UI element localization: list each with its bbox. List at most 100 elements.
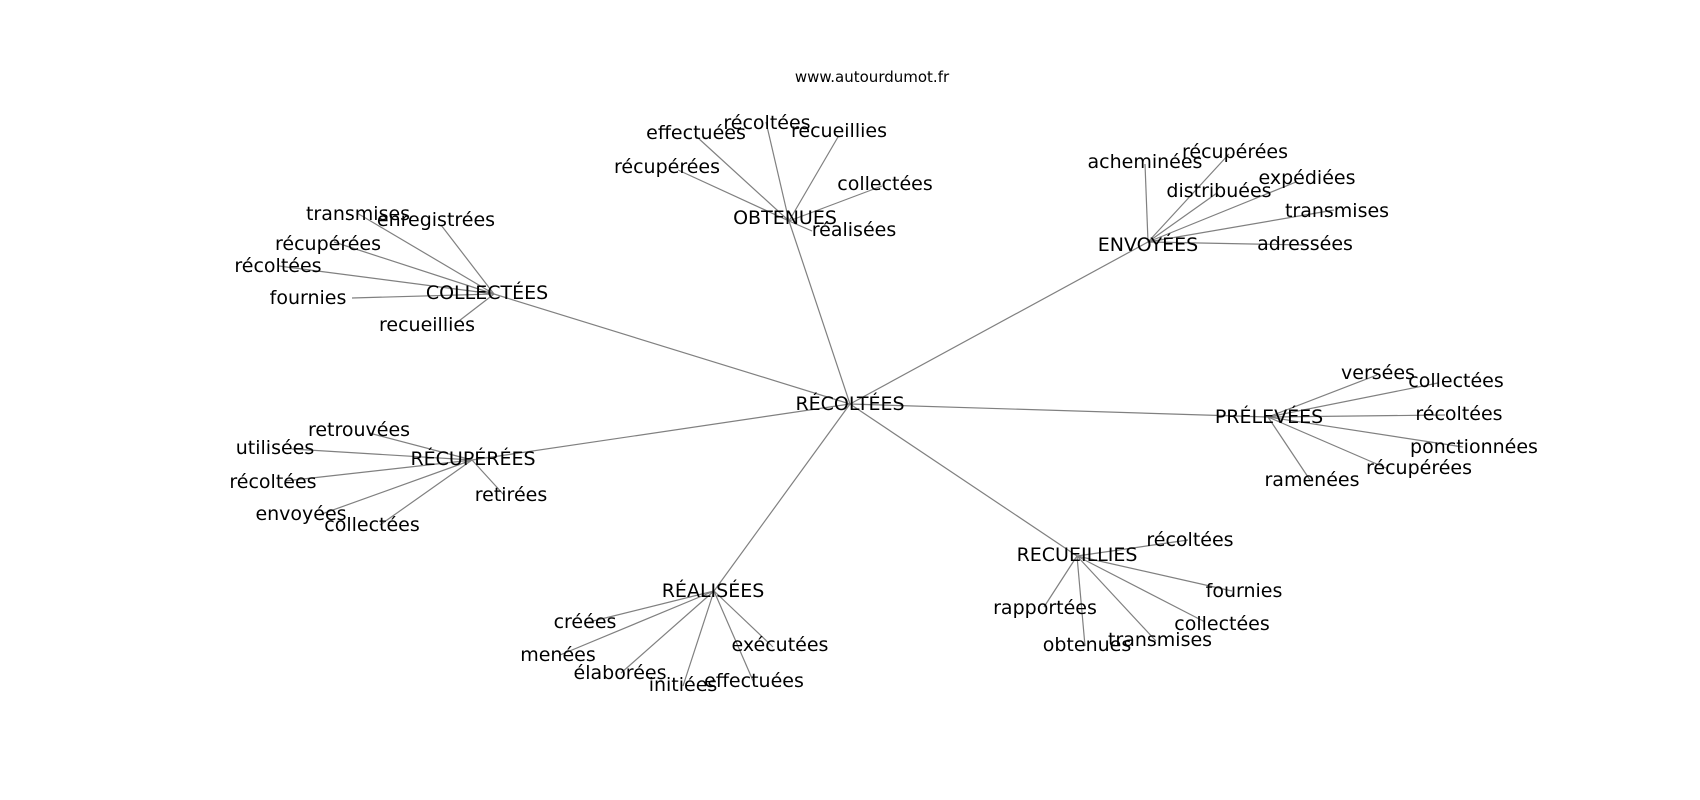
leaf-word-realisees-menees[interactable]: menées <box>520 644 596 666</box>
edge-center-recueillies <box>849 403 1078 557</box>
leaf-word-obtenues-realisees[interactable]: réalisées <box>812 219 896 241</box>
leaf-word-realisees-executees[interactable]: exécutées <box>732 634 829 656</box>
edge-collectees-enregistrees <box>440 224 495 295</box>
edge-realisees-menees <box>559 590 715 656</box>
edge-recuperees-retirees <box>471 459 505 496</box>
leaf-word-prelevees-recoltees[interactable]: récoltées <box>1415 403 1502 425</box>
edge-realisees-effectuees <box>713 590 755 684</box>
leaf-word-envoyees-acheminees[interactable]: acheminées <box>1088 151 1203 173</box>
edge-collectees-recoltees <box>278 265 495 295</box>
hub-word-collectees[interactable]: COLLECTÉES <box>426 281 548 304</box>
edge-recuperees-recoltees <box>284 459 473 482</box>
leaf-word-recuperees-utilisees[interactable]: utilisées <box>236 437 315 459</box>
edge-center-realisees <box>713 403 851 592</box>
edge-obtenues-recuperees <box>677 169 790 222</box>
leaf-word-recueillies-collectees[interactable]: collectées <box>1174 613 1270 635</box>
center-word[interactable]: RÉCOLTÉES <box>795 392 904 415</box>
edge-collectees-transmises <box>356 212 495 295</box>
leaf-word-recueillies-rapportees[interactable]: rapportées <box>993 597 1097 619</box>
edge-realisees-creees <box>584 590 715 624</box>
leaf-word-obtenues-recueillies[interactable]: recueillies <box>791 120 887 142</box>
leaf-word-recueillies-transmises[interactable]: transmises <box>1108 629 1212 651</box>
leaf-word-realisees-initiees[interactable]: initiées <box>649 674 718 696</box>
leaf-word-recuperees-retirees[interactable]: retirées <box>475 484 547 506</box>
edge-recueillies-collectees <box>1076 555 1206 623</box>
edge-envoyees-acheminees <box>1144 163 1149 243</box>
hub-word-recuperees[interactable]: RÉCUPÉRÉES <box>410 447 535 470</box>
leaf-word-prelevees-versees[interactable]: versées <box>1341 362 1415 384</box>
edge-recueillies-transmises <box>1076 555 1157 642</box>
leaf-word-collectees-enregistrees[interactable]: enregistrées <box>377 209 495 231</box>
hub-word-realisees[interactable]: RÉALISÉES <box>662 579 765 602</box>
leaf-word-prelevees-recuperees[interactable]: récupérées <box>1366 457 1472 479</box>
hub-word-recueillies[interactable]: RECUEILLIES <box>1017 544 1138 566</box>
edge-collectees-fournies <box>351 293 495 299</box>
site-credit: www.autourdumot.fr <box>795 68 950 86</box>
leaf-word-recueillies-recoltees[interactable]: récoltées <box>1146 529 1233 551</box>
edge-prelevees-collectees <box>1267 382 1439 418</box>
leaf-word-recuperees-envoyees[interactable]: envoyées <box>255 503 346 525</box>
edge-prelevees-versees <box>1267 374 1378 418</box>
edge-obtenues-realisees <box>788 220 813 232</box>
edge-obtenues-collectees <box>788 185 883 222</box>
leaf-word-realisees-effectuees[interactable]: effectuées <box>704 670 804 692</box>
edge-obtenues-effectuees <box>696 136 790 222</box>
edge-envoyees-adressees <box>1147 241 1306 246</box>
edge-center-collectees <box>493 293 851 405</box>
hub-word-prelevees[interactable]: PRÉLEVÉES <box>1215 405 1323 428</box>
leaf-word-recueillies-obtenues[interactable]: obtenues <box>1043 634 1132 656</box>
edge-recuperees-collectees <box>379 459 473 526</box>
leaf-word-recuperees-recoltees[interactable]: récoltées <box>229 471 316 493</box>
edge-obtenues-recueillies <box>788 136 839 222</box>
leaf-word-envoyees-recuperees[interactable]: récupérées <box>1182 141 1288 163</box>
hub-word-obtenues[interactable]: OBTENUES <box>733 207 837 229</box>
leaf-word-collectees-recuperees[interactable]: récupérées <box>275 233 381 255</box>
leaf-word-prelevees-ponctionnees[interactable]: ponctionnées <box>1410 436 1538 458</box>
edge-prelevees-recuperees <box>1267 416 1387 469</box>
leaf-word-prelevees-collectees[interactable]: collectées <box>1408 370 1504 392</box>
leaf-word-envoyees-transmises[interactable]: transmises <box>1285 200 1389 222</box>
edge-recueillies-recoltees <box>1076 539 1189 557</box>
edge-collectees-recueillies <box>454 293 495 325</box>
edge-collectees-recuperees <box>333 241 495 295</box>
labels-layer: www.autourdumot.fr effectuéesrécoltéesre… <box>229 68 1538 696</box>
leaf-word-recueillies-fournies[interactable]: fournies <box>1206 580 1283 602</box>
edge-center-obtenues <box>788 220 851 405</box>
edge-realisees-elaborees <box>620 590 715 674</box>
edges-layer <box>278 121 1464 687</box>
leaf-word-collectees-recueillies[interactable]: recueillies <box>379 314 475 336</box>
leaf-word-obtenues-recuperees[interactable]: récupérées <box>614 156 720 178</box>
leaf-word-realisees-creees[interactable]: créées <box>554 611 617 633</box>
leaf-word-envoyees-expediees[interactable]: expédiées <box>1259 167 1356 189</box>
edge-center-prelevees <box>849 403 1269 418</box>
leaf-word-collectees-fournies[interactable]: fournies <box>270 287 347 309</box>
edge-center-envoyees <box>849 241 1149 405</box>
edge-recuperees-retrouvees <box>368 432 473 461</box>
edge-recueillies-fournies <box>1076 555 1233 592</box>
edge-prelevees-ramenees <box>1267 416 1311 481</box>
leaf-word-envoyees-adressees[interactable]: adressées <box>1257 233 1353 255</box>
leaf-word-realisees-elaborees[interactable]: élaborées <box>574 662 667 684</box>
leaf-word-recuperees-collectees[interactable]: collectées <box>324 514 420 536</box>
edge-recuperees-envoyees <box>318 459 473 516</box>
leaf-word-collectees-transmises[interactable]: transmises <box>306 203 410 225</box>
leaf-word-prelevees-ramenees[interactable]: ramenées <box>1265 469 1360 491</box>
leaf-word-obtenues-effectuees[interactable]: effectuées <box>646 122 746 144</box>
edge-recueillies-rapportees <box>1043 555 1078 608</box>
leaf-word-obtenues-recoltees[interactable]: récoltées <box>723 112 810 134</box>
leaf-word-envoyees-distribuees[interactable]: distribuées <box>1166 180 1271 202</box>
leaf-word-obtenues-collectees[interactable]: collectées <box>837 173 933 195</box>
edge-realisees-initiees <box>682 590 715 687</box>
edge-realisees-executees <box>713 590 774 648</box>
edge-envoyees-expediees <box>1147 181 1297 243</box>
edge-recuperees-utilisees <box>291 448 473 461</box>
edge-envoyees-recuperees <box>1147 153 1230 243</box>
edge-recueillies-obtenues <box>1076 555 1086 647</box>
edge-obtenues-recoltees <box>765 121 790 222</box>
edge-center-recuperees <box>471 403 851 461</box>
leaf-word-collectees-recoltees[interactable]: récoltées <box>234 255 321 277</box>
hub-word-envoyees[interactable]: ENVOYÉES <box>1098 233 1198 256</box>
edge-prelevees-ponctionnees <box>1267 416 1464 448</box>
leaf-word-recuperees-retrouvees[interactable]: retrouvées <box>308 419 410 441</box>
